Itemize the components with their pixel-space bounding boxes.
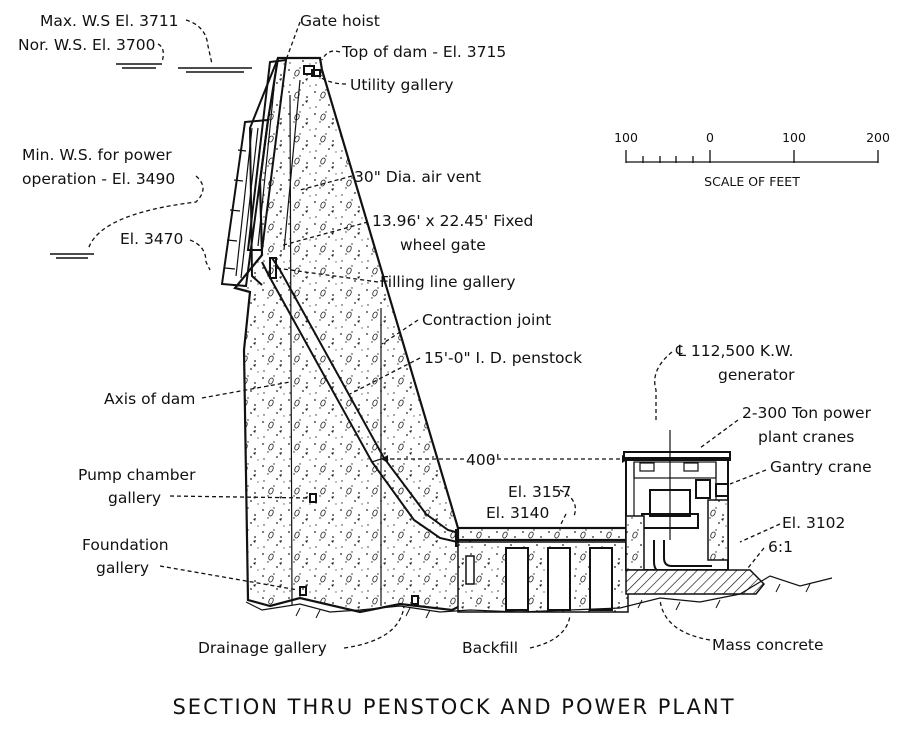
labels: Max. W.S El. 3711 Nor. W.S. El. 3700 Gat… [18, 12, 872, 657]
cranes-label-line1: 2-300 Ton power [742, 404, 872, 422]
min-ws-label-line1: Min. W.S. for power [22, 146, 172, 164]
scale-bar: 100 0 100 200 SCALE OF FEET [614, 130, 890, 189]
filling-line-gallery-opening [269, 257, 277, 279]
scale-caption: SCALE OF FEET [704, 174, 800, 189]
gate-hoist-label: Gate hoist [300, 12, 380, 30]
el-3102-label: El. 3102 [782, 514, 845, 532]
gate-label-line2: wheel gate [400, 236, 486, 254]
leader-lines [87, 19, 781, 649]
scale-tick-label: 200 [866, 130, 890, 145]
top-of-dam-label: Top of dam - El. 3715 [341, 43, 506, 61]
axis-of-dam-label: Axis of dam [104, 390, 195, 408]
el-3140-label: El. 3140 [486, 504, 549, 522]
pump-chamber-label-line1: Pump chamber [78, 466, 196, 484]
foundation-gallery-opening [299, 586, 307, 596]
gantry-crane-label: Gantry crane [770, 458, 872, 476]
foundation-label-line2: gallery [96, 559, 149, 577]
mass-concrete-label: Mass concrete [712, 636, 823, 654]
backfill-label: Backfill [462, 639, 518, 657]
el-3157-label: El. 3157 [508, 483, 571, 501]
pump-chamber-label-line2: gallery [108, 489, 161, 507]
drawing-title: SECTION THRU PENSTOCK AND POWER PLANT [172, 695, 735, 719]
gantry-crane-icon [695, 479, 711, 499]
scale-tick-label: 0 [706, 130, 714, 145]
dam-body [233, 56, 462, 614]
slope-label: 6:1 [768, 538, 793, 556]
intake-gate-structure [220, 58, 321, 288]
utility-gallery-opening [311, 69, 321, 77]
el-3470-label: El. 3470 [120, 230, 183, 248]
water-surfaces [50, 63, 252, 259]
contraction-joint-label: Contraction joint [422, 311, 551, 329]
dimension-400-label: 400' [466, 451, 500, 469]
ground-line [245, 575, 833, 613]
min-ws-label-line2: operation - El. 3490 [22, 170, 175, 188]
mass-concrete-block [625, 569, 766, 595]
foundation-label-line1: Foundation [82, 536, 169, 554]
cranes-label-line2: plant cranes [758, 428, 854, 446]
filling-line-label: Filling line gallery [380, 273, 516, 291]
utility-gallery-label: Utility gallery [350, 76, 454, 94]
penstock-label: 15'-0" I. D. penstock [424, 349, 582, 367]
generator-label-line2: generator [718, 366, 795, 384]
gate-label-line1: 13.96' x 22.45' Fixed [372, 212, 533, 230]
drainage-gallery-label: Drainage gallery [198, 639, 327, 657]
generator-label-line1: ℄ 112,500 K.W. [675, 342, 793, 360]
drainage-gallery-opening [411, 595, 419, 605]
scale-tick-label: 100 [782, 130, 806, 145]
nor-ws-label: Nor. W.S. El. 3700 [18, 36, 155, 54]
ground-hatching [295, 583, 811, 619]
pump-chamber-gallery-opening [309, 493, 317, 503]
backfill-apron [456, 526, 644, 613]
air-vent-label: 30" Dia. air vent [354, 168, 481, 186]
max-ws-label: Max. W.S El. 3711 [40, 12, 179, 30]
power-plant [623, 430, 766, 595]
scale-tick-label: 100 [614, 130, 638, 145]
